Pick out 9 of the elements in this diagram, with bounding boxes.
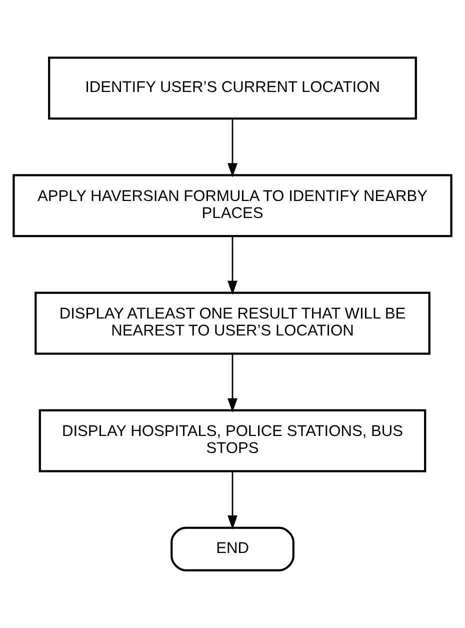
arrow [228,354,238,412]
arrow [228,119,238,178]
node-box: DISPLAY ATLEAST ONE RESULT THAT WILL BE NEAREST TO USER’S LOCATION [34,292,430,355]
node-box: DISPLAY HOSPITALS, POLICE STATIONS, BUS STOPS [38,409,426,472]
arrow [228,472,238,530]
node-box: APPLY HAVERSIAN FORMULA TO IDENTIFY NEARBY PLACES [12,174,452,238]
node-box: IDENTIFY USER’S CURRENT LOCATION [48,56,417,120]
arrow [228,236,238,295]
node-box: END [170,526,294,572]
